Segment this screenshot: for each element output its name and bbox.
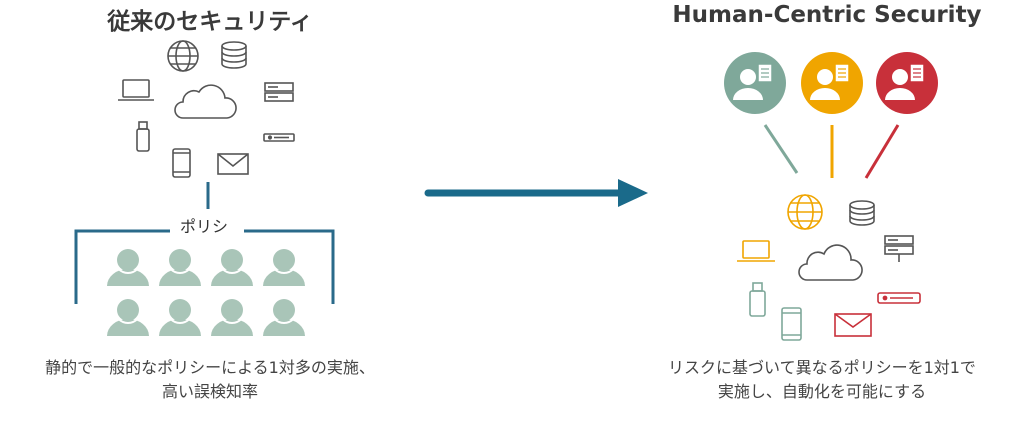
user-document-icon	[724, 52, 786, 114]
mail-icon	[834, 313, 872, 337]
globe-icon	[787, 194, 823, 230]
smartphone-icon	[172, 148, 191, 178]
usb-icon	[749, 282, 766, 317]
globe-icon	[167, 40, 199, 72]
user-avatar-icon	[263, 246, 305, 286]
user-avatar-icon	[263, 296, 305, 336]
cloud-icon	[174, 84, 237, 119]
server-icon	[884, 235, 914, 262]
right-link-green	[763, 124, 799, 174]
mail-icon	[217, 153, 249, 175]
smartphone-icon	[781, 307, 802, 341]
cloud-icon	[798, 244, 863, 281]
policy-bracket	[74, 229, 335, 304]
user-avatar-icon	[211, 296, 253, 336]
user-avatar-icon	[159, 296, 201, 336]
server-icon	[264, 82, 294, 102]
left-caption-line2: 高い誤検知率	[161, 382, 258, 401]
left-caption-line1: 静的で一般的なポリシーによる1対多の実施、	[45, 358, 375, 377]
laptop-icon	[737, 240, 775, 262]
user-document-icon	[876, 52, 938, 114]
user-avatar-icon	[211, 246, 253, 286]
network-device-icon	[263, 133, 295, 142]
user-avatar-icon	[107, 296, 149, 336]
right-caption-line2: 実施し、自動化を可能にする	[717, 382, 927, 401]
right-title: Human-Centric Security	[672, 2, 982, 28]
laptop-icon	[118, 79, 154, 101]
policy-label: ポリシ	[170, 213, 238, 237]
right-user-group	[724, 52, 938, 114]
database-icon	[849, 200, 875, 226]
database-icon	[221, 41, 247, 69]
user-document-icon	[801, 52, 863, 114]
left-caption: 静的で一般的なポリシーによる1対多の実施、 高い誤検知率	[0, 356, 420, 404]
right-link-red	[864, 124, 900, 179]
right-icon-cluster	[737, 194, 921, 341]
left-title: 従来のセキュリティ	[107, 9, 313, 35]
network-device-icon	[877, 292, 921, 304]
left-icon-cluster	[118, 40, 295, 178]
right-caption-line1: リスクに基づいて異なるポリシーを1対1で	[668, 358, 976, 377]
user-avatar-icon	[107, 246, 149, 286]
left-user-group	[107, 246, 305, 336]
user-avatar-icon	[159, 246, 201, 286]
usb-icon	[136, 121, 150, 152]
right-caption: リスクに基づいて異なるポリシーを1対1で 実施し、自動化を可能にする	[620, 356, 1024, 404]
transition-arrow	[424, 179, 648, 207]
